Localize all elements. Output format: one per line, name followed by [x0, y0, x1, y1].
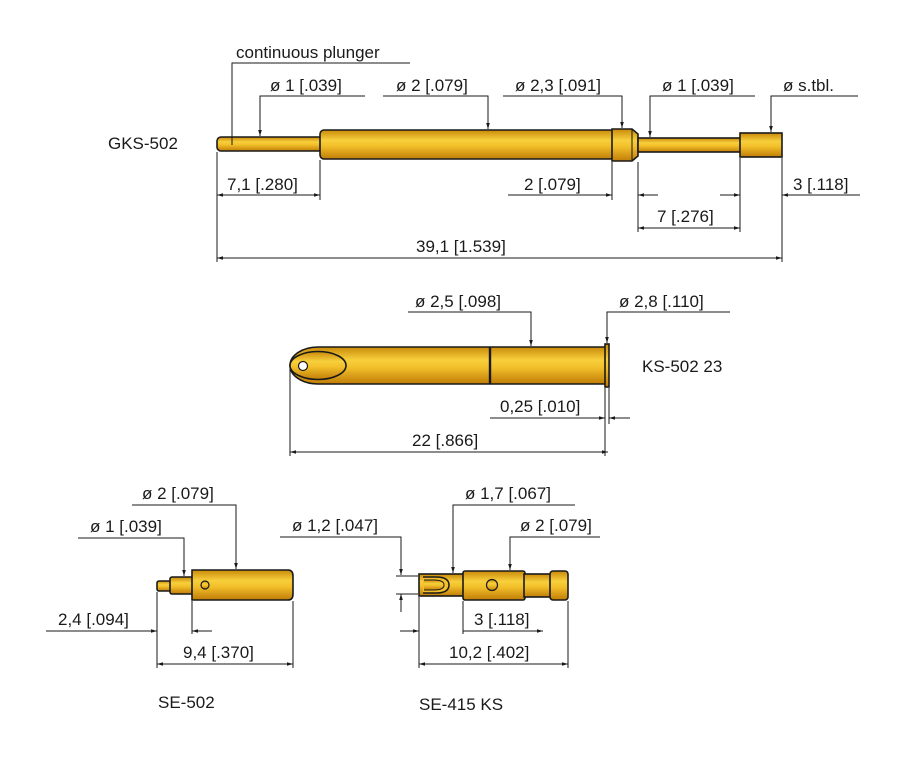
- gks-502-drawing: GKS-502 continuous plunger ø 1 [.039] ø …: [108, 43, 860, 262]
- gks-502-label: GKS-502: [108, 134, 178, 153]
- dim-len-flange: 0,25 [.010]: [500, 397, 580, 416]
- ks-502-23-drawing: ø 2,5 [.098] ø 2,8 [.110] KS-502 23 0,25…: [289, 292, 730, 456]
- gks-end: [739, 132, 783, 158]
- dim-dia-front: ø 1,7 [.067]: [465, 484, 551, 503]
- dim-len-tip: 2,4 [.094]: [58, 610, 129, 629]
- gks-barrel: [319, 129, 615, 160]
- dim-len-total: 9,4 [.370]: [183, 643, 254, 662]
- dim-dia-body: ø 2 [.079]: [520, 516, 592, 535]
- dim-dia-body: ø 2 [.079]: [396, 76, 468, 95]
- se-502-drawing: ø 2 [.079] ø 1 [.039] 2,4 [.094] 9,4 [.3…: [46, 484, 294, 712]
- dim-len-total: 39,1 [1.539]: [416, 237, 506, 256]
- dim-dia-cup: ø 1,2 [.047]: [292, 516, 378, 535]
- gks-tip: [216, 136, 324, 152]
- dim-dia-tip: ø 1 [.039]: [270, 76, 342, 95]
- dim-dia-flange: ø 2,8 [.110]: [619, 292, 704, 311]
- dim-len-plunger: 7 [.276]: [657, 207, 714, 226]
- dim-len-tip: 7,1 [.280]: [227, 175, 298, 194]
- dim-len-end: 3 [.118]: [793, 175, 848, 194]
- gks-plunger: [637, 137, 742, 153]
- dim-dia-plunger: ø 1 [.039]: [662, 76, 734, 95]
- dim-len-front: 3 [.118]: [474, 610, 529, 629]
- se-502-body: [191, 569, 294, 601]
- dim-dia-collar: ø 2,3 [.091]: [515, 76, 601, 95]
- se-415-ks-label: SE-415 KS: [419, 695, 503, 714]
- dim-dia-tip: ø 1 [.039]: [90, 517, 162, 536]
- ks-502-23-label: KS-502 23: [642, 357, 722, 376]
- callout-continuous-plunger: continuous plunger: [236, 43, 380, 62]
- dim-dia-body: ø 2,5 [.098]: [415, 292, 501, 311]
- dim-dia-end: ø s.tbl.: [783, 76, 834, 95]
- dim-len-collar: 2 [.079]: [524, 175, 581, 194]
- ks-flange: [604, 343, 610, 388]
- se-415-ks-drawing: ø 1,2 [.047] ø 1,7 [.067] ø 2 [.079] 3 […: [280, 484, 600, 714]
- gks-collar: [611, 128, 639, 162]
- dim-len-total: 22 [.866]: [412, 431, 478, 450]
- dim-dia-body: ø 2 [.079]: [142, 484, 214, 503]
- dim-len-total: 10,2 [.402]: [449, 643, 529, 662]
- se-502-label: SE-502: [158, 693, 215, 712]
